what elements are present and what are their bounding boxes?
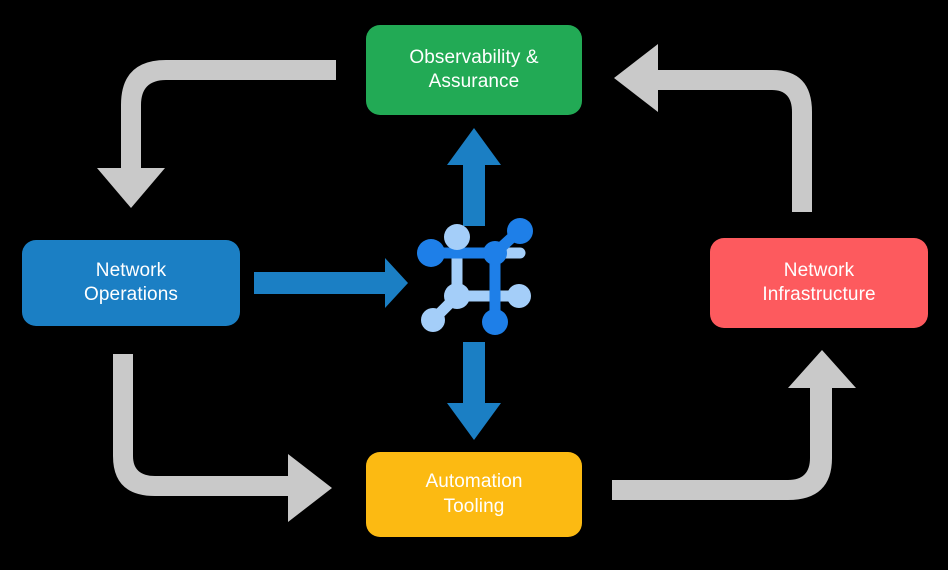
node-box-network-infrastructure[interactable]: Network Infrastructure [710, 238, 928, 328]
node-label-observability: Observability & Assurance [409, 46, 539, 92]
node-label-automation-tooling: Automation Tooling [425, 471, 523, 517]
node-box-automation-tooling[interactable]: Automation Tooling [366, 452, 582, 537]
node-box-network-operations[interactable]: Network Operations [22, 240, 240, 326]
blue-arrow-center-to-observability [447, 128, 501, 226]
blue-arrow-operations-to-center [254, 258, 408, 308]
gray-arrow-operations-to-automation [113, 354, 332, 522]
node-label-network-operations: Network Operations [84, 259, 178, 305]
gray-arrow-infrastructure-to-observability [614, 44, 812, 212]
gray-arrow-observability-to-operations [97, 60, 336, 208]
node-label-network-infrastructure: Network Infrastructure [762, 259, 876, 305]
blue-arrow-center-to-automation [447, 342, 501, 440]
network-topology-icon [417, 218, 533, 335]
node-box-observability[interactable]: Observability & Assurance [366, 25, 582, 115]
gray-arrow-automation-to-infrastructure [612, 350, 856, 500]
